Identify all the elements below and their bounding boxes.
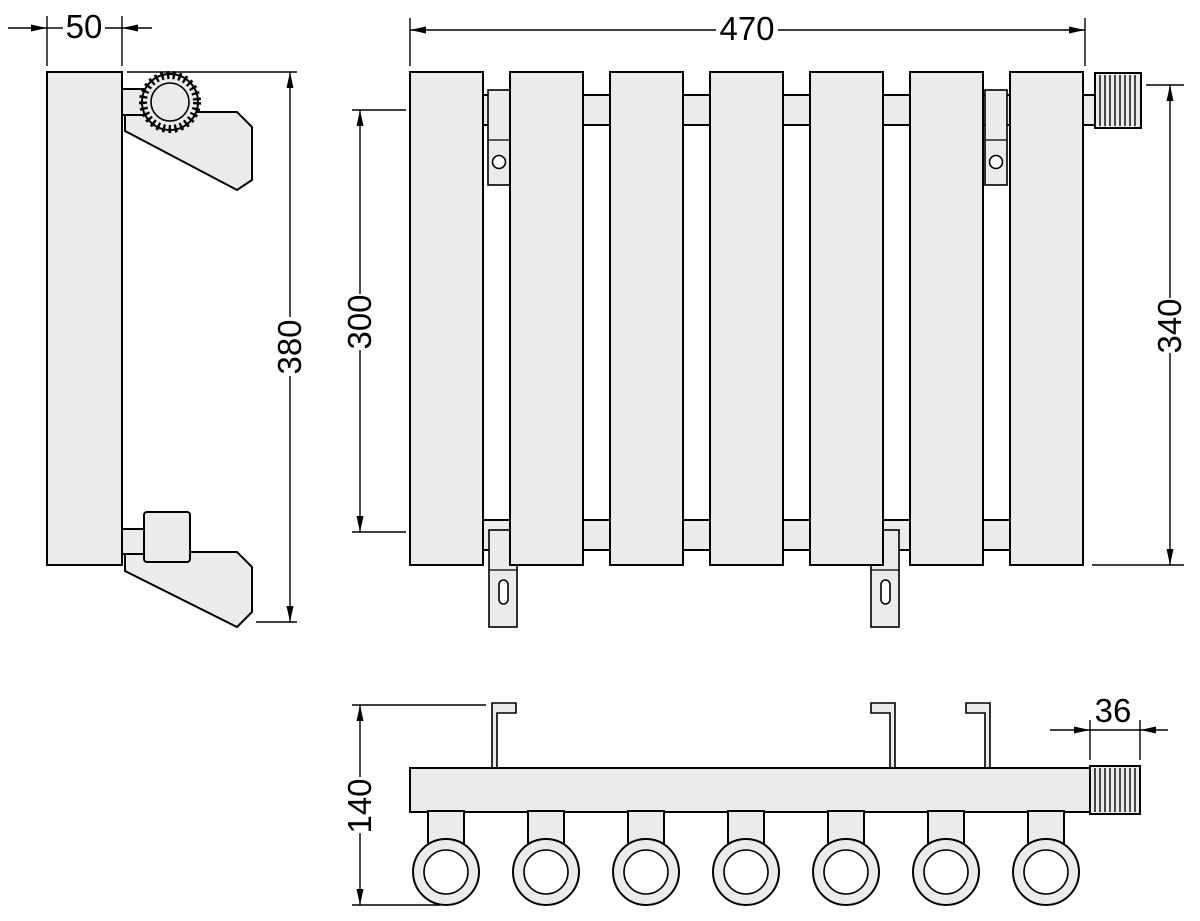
valve-head-top [1089,765,1141,815]
dim-side-width: 50 [8,8,152,66]
radiator-panel [909,71,984,566]
dim-label-top-depth: 140 [341,778,378,833]
front-view [409,71,1142,628]
dim-label-top-valve-width: 36 [1095,692,1132,729]
bracket-hole [491,154,507,170]
radiator-panel [509,71,584,566]
dim-side-height: 380 [127,71,308,623]
side-view [46,71,253,629]
wall-hook [491,702,517,769]
radiator-panel [409,71,484,566]
tube-section [912,838,980,906]
bracket-hole [988,154,1004,170]
dim-label-front-height: 340 [1151,298,1188,353]
dim-top-valve-width: 36 [1050,692,1168,760]
tube-stub [827,810,865,845]
radiator-panel [709,71,784,566]
radiator-panel [1009,71,1084,566]
dim-label-side-height: 380 [271,319,308,374]
wall-bracket-bottom [124,551,253,629]
tube-section [512,838,580,906]
union-block [143,511,191,563]
tube-section [612,838,680,906]
dim-front-height: 340 [1092,84,1188,566]
dim-front-width: 470 [409,10,1086,66]
wall-hook [965,702,991,769]
valve-stub-bottom [121,528,145,555]
tube-section [712,838,780,906]
dim-top-depth: 140 [341,704,486,906]
wall-bracket-upper-right [984,89,1008,186]
radiator-panel [809,71,884,566]
bracket-slot [498,579,509,605]
tube-section [412,838,480,906]
radiator-column-profile [46,71,123,566]
radiator-panel [609,71,684,566]
dim-label-side-width: 50 [66,8,103,45]
wall-hook [870,702,896,769]
valve-head-front [1094,72,1142,129]
wall-bracket-top [124,111,253,192]
valve-knob-knurl [139,71,201,133]
dim-label-front-width: 470 [719,10,774,47]
top-view [409,702,1141,906]
dim-label-front-rail-span: 300 [341,294,378,349]
tube-section [812,838,880,906]
dim-front-rail-span: 300 [341,109,406,533]
collector-bar [409,767,1091,813]
wall-bracket-upper-left [487,89,511,186]
bracket-slot [880,579,891,605]
valve-knob-inner [150,82,190,122]
tube-section [1012,838,1080,906]
